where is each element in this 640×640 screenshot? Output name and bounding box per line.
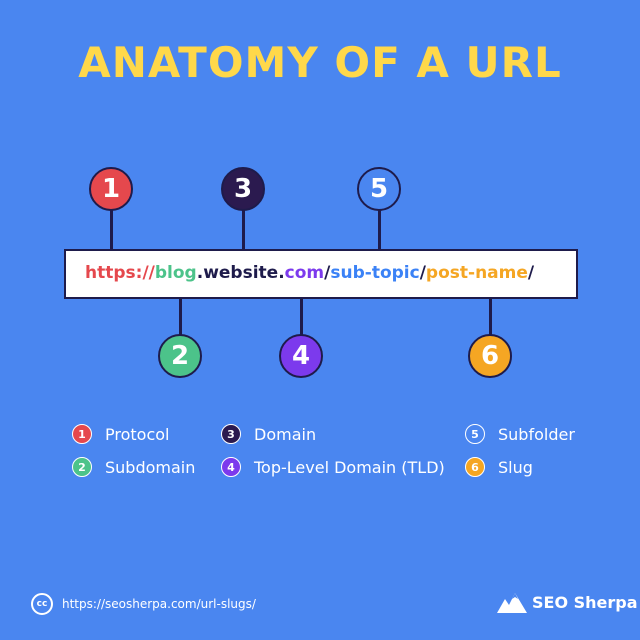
badge-4: 4 (279, 334, 323, 378)
source-link[interactable]: https://seosherpa.com/url-slugs/ (62, 597, 256, 611)
legend-label: Subdomain (105, 457, 196, 477)
url-tld: com (284, 263, 325, 283)
legend-label: Slug (498, 457, 533, 477)
legend-dot-6: 6 (465, 457, 485, 477)
url-dot: . (278, 263, 285, 283)
connector-line-2 (179, 298, 182, 336)
brand-name: SEO Sherpa (532, 592, 638, 612)
creative-commons-icon: cc (31, 593, 53, 615)
url-text: https://blog.website.com/sub-topic/post-… (85, 263, 534, 283)
connector-line-1 (110, 210, 113, 250)
connector-line-5 (378, 210, 381, 250)
badge-3: 3 (221, 167, 265, 211)
url-slug: post-name (425, 263, 528, 283)
url-subdomain: blog (154, 263, 197, 283)
url-dot: . (196, 263, 204, 283)
badge-6: 6 (468, 334, 512, 378)
badge-2: 2 (158, 334, 202, 378)
legend-label: Domain (254, 424, 317, 444)
legend-item-slug: 6 Slug (465, 457, 533, 477)
badge-1: 1 (89, 167, 133, 211)
legend-label: Subfolder (498, 424, 575, 444)
legend-label: Protocol (105, 424, 170, 444)
mountain-icon (497, 593, 527, 613)
legend-dot-5: 5 (465, 424, 485, 444)
legend-item-tld: 4 Top-Level Domain (TLD) (221, 457, 445, 477)
badge-5: 5 (357, 167, 401, 211)
url-slash: / (527, 263, 535, 283)
url-slash: / (419, 263, 426, 283)
legend-dot-2: 2 (72, 457, 92, 477)
connector-line-3 (242, 210, 245, 250)
legend-item-protocol: 1 Protocol (72, 424, 169, 444)
page-title: ANATOMY OF A URL (78, 38, 562, 87)
connector-line-4 (300, 298, 303, 336)
url-subfolder: sub-topic (330, 263, 420, 283)
legend-item-subdomain: 2 Subdomain (72, 457, 195, 477)
legend-item-domain: 3 Domain (221, 424, 316, 444)
url-domain: website (203, 263, 279, 283)
legend-dot-4: 4 (221, 457, 241, 477)
legend-item-subfolder: 5 Subfolder (465, 424, 575, 444)
url-protocol: https:// (85, 263, 155, 283)
connector-line-6 (489, 298, 492, 336)
url-box: https://blog.website.com/sub-topic/post-… (64, 249, 578, 299)
brand-logo: SEO Sherpa (496, 590, 638, 614)
legend-dot-3: 3 (221, 424, 241, 444)
legend-label: Top-Level Domain (TLD) (254, 457, 445, 477)
legend-dot-1: 1 (72, 424, 92, 444)
url-slash: / (324, 263, 331, 283)
